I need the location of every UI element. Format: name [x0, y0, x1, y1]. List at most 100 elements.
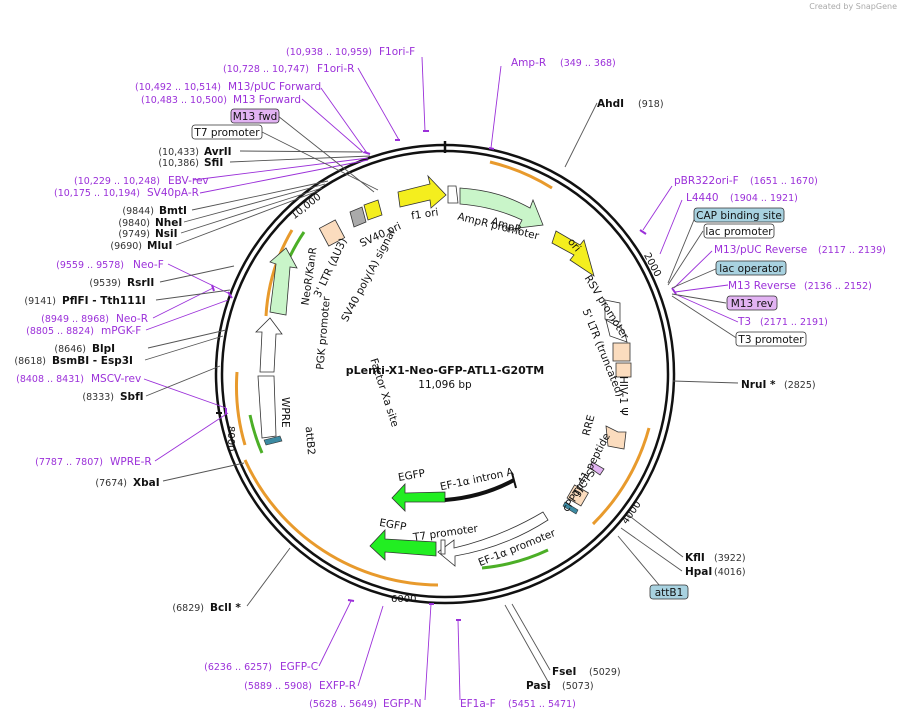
box-t7prom: [191, 124, 263, 140]
rsv-block: [604, 299, 621, 323]
rre-label: RRE: [580, 414, 597, 438]
enzyme-xbai-pos: (7674): [95, 478, 127, 489]
primer-sv40pa-pos: (10,175 .. 10,194): [54, 188, 140, 199]
primer-f1orir-name: F1ori-R: [317, 63, 354, 75]
enzyme-blpi-pos: (8646): [54, 344, 86, 355]
primer-ef1af-pos: (5451 .. 5471): [508, 699, 576, 710]
primer-egfpc-name: EGFP-C: [280, 661, 318, 673]
amprprom-block: [447, 185, 459, 204]
primer-m13fwd-name: M13 Forward: [233, 94, 301, 106]
attb2-label: attB2: [303, 426, 317, 455]
enzyme-fsei-pos: (5029): [589, 667, 621, 678]
mpgk-arc: [235, 371, 247, 446]
box-leaders: [261, 115, 739, 593]
enzyme-rsrii-name: RsrII: [127, 277, 154, 289]
primer-wprer-name: WPRE-R: [110, 456, 152, 468]
neo-arc: [264, 229, 294, 317]
box-attb1-label: attB1: [655, 587, 684, 599]
enzyme-ahdi-name: AhdI: [597, 98, 624, 110]
hiv-block-2: [615, 362, 632, 378]
t7-block: [440, 539, 446, 555]
enzyme-bcli-pos: (6829): [172, 603, 204, 614]
ampr-arrow: [459, 187, 544, 229]
primer-neor-pos: (8949 .. 8968): [41, 314, 109, 325]
primer-ebvrev-name: EBV-rev: [168, 175, 209, 187]
plasmid-name: pLenti-X1-Neo-GFP-ATL1-G20TM: [346, 364, 545, 377]
snapgene-credit: Created by SnapGene: [809, 2, 897, 11]
wpre-green-arc: [248, 414, 264, 454]
enzyme-mlui-pos: (9690): [110, 241, 142, 252]
primer-egfpc-pos: (6236 .. 6257): [204, 662, 272, 673]
tick-10000: 10,000: [289, 192, 323, 222]
primer-ampr-pos: (349 .. 368): [560, 58, 616, 69]
enzyme-bsmbi-name: BsmBI - Esp3I: [52, 355, 133, 367]
box-m13rev-label: M13 rev: [731, 298, 774, 310]
enzyme-bcli-name: BclI *: [210, 602, 241, 614]
pgk-label: PGK promoter: [314, 295, 332, 370]
primer-neof-pos: (9559 .. 9578): [56, 260, 124, 271]
ltr3-label: 3' LTR (ΔU3): [312, 236, 350, 299]
primer-neof-name: Neo-F: [133, 259, 164, 271]
enzyme-avrii-name: AvrII: [204, 146, 232, 158]
enzyme-avrii-pos: (10,433): [158, 147, 199, 158]
marker-ampr: [488, 147, 495, 150]
primer-egfpn-pos: (5628 .. 5649): [309, 699, 377, 710]
box-lacprom: [703, 223, 775, 239]
neokan-arrow: [269, 247, 298, 316]
primer-wprer-pos: (7787 .. 7807): [35, 457, 103, 468]
primer-neor-name: Neo-R: [116, 313, 148, 325]
enzyme-leaders: [144, 102, 739, 686]
primer-mpgkf-name: mPGK-F: [101, 325, 141, 337]
primer-f1orir-pos: (10,728 .. 10,747): [223, 64, 309, 75]
enzyme-nsii-pos: (9749): [118, 229, 150, 240]
box-m13rev: [726, 295, 778, 311]
enzyme-bmti-name: BmtI: [159, 205, 187, 217]
ef1intron-cap: [511, 472, 517, 489]
enzyme-bmti-pos: (9844): [122, 206, 154, 217]
primer-l4440-name: L4440: [686, 192, 719, 204]
primer-m13puc-name: M13/pUC Forward: [228, 81, 321, 93]
f1ori-arrow: [397, 174, 447, 209]
box-lacop: [715, 260, 787, 276]
enzyme-sfii-pos: (10,386): [158, 158, 199, 169]
box-lacprom-label: lac promoter: [705, 226, 773, 238]
egfp1-label: EGFP: [397, 467, 426, 484]
primer-ebvrev-pos: (10,229 .. 10,248): [74, 176, 160, 187]
ef1-green-arc: [481, 548, 549, 570]
tick-4000: 4000: [620, 499, 644, 526]
primer-ampr-name: Amp-R: [511, 57, 546, 69]
enzyme-nsii-name: NsiI: [155, 228, 178, 240]
egfp2-arrow: [369, 528, 437, 561]
rre-block: [605, 425, 627, 450]
gp41-block: [589, 461, 605, 476]
ef1intron-bar: [444, 478, 515, 502]
sv40pa-block: [349, 206, 367, 228]
tick-6000: 6000: [391, 594, 416, 605]
cppt-block: [566, 484, 589, 507]
primer-mscvrev-pos: (8408 .. 8431): [16, 374, 84, 385]
enzyme-sbfi-name: SbfI: [120, 391, 144, 403]
enzyme-bsmbi-pos: (8618): [14, 356, 46, 367]
pgk-arrow: [255, 317, 283, 373]
marker-pbr: [639, 229, 647, 235]
enzyme-ahdi-pos: (918): [638, 99, 664, 110]
wpre-arc: [243, 459, 439, 587]
wpre-label: WPRE: [279, 397, 291, 428]
box-attb1: [649, 584, 689, 600]
primer-m13puc-pos: (10,492 .. 10,514): [135, 82, 221, 93]
enzyme-mlui-name: MluI: [147, 240, 172, 252]
ori-arrow: [551, 230, 595, 277]
ltr5-arrow: [605, 319, 628, 343]
ef1prom-arrow: [437, 511, 549, 567]
plasmid-size: 11,096 bp: [418, 379, 472, 391]
primer-l4440-pos: (1904 .. 1921): [730, 193, 798, 204]
primer-sv40pa-name: SV40pA-R: [147, 187, 199, 199]
enzyme-pasi-name: PasI: [526, 680, 551, 692]
enzyme-xbai-name: XbaI: [133, 477, 160, 489]
enzyme-hpai-name: HpaI: [685, 566, 712, 578]
hiv-block: [612, 342, 631, 362]
hiv-label: HIV-1 Ψ: [617, 376, 629, 416]
enzyme-kfli-pos: (3922): [714, 553, 746, 564]
enzyme-sfii-name: SfiI: [204, 157, 223, 169]
